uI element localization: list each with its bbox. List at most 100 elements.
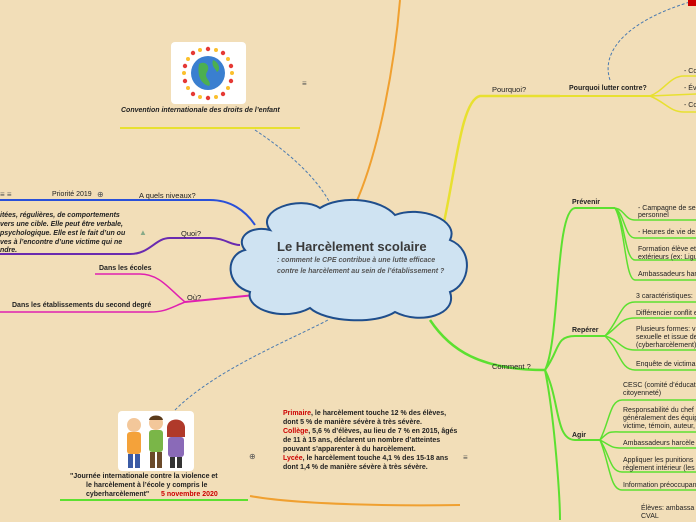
reperer-item-4[interactable]: Enquête de victima: [636, 361, 696, 368]
primaire-label: Primaire: [283, 410, 312, 417]
branch-quels-niveaux: [0, 199, 256, 226]
journee-line-2: le harcèlement à l’école y compris le: [86, 482, 208, 489]
link-dashed-convention: [254, 129, 331, 204]
branch-prevenir-1: [614, 207, 696, 221]
branch-comment: [428, 319, 546, 372]
pourquoi-item-1[interactable]: - Co: [684, 68, 696, 75]
branch-agir-2: [599, 431, 696, 441]
agir-item-2[interactable]: Responsabilité du chef: [623, 407, 694, 414]
branch-agir-5: [599, 439, 696, 491]
prevenir-item-3[interactable]: Formation élève et: [638, 246, 696, 253]
branch-reperer-2: [604, 317, 696, 337]
children-illustration: [118, 411, 194, 471]
prevenir-item-1[interactable]: - Campagne de se: [638, 205, 696, 212]
pourquoi-lutter-label[interactable]: Pourquoi lutter contre?: [569, 85, 647, 92]
note-icon[interactable]: ≡: [302, 79, 307, 88]
lycee-text: , le harcèlement touche 4,1 % des 15-18 …: [283, 454, 449, 471]
agir-item-5[interactable]: Information préoccupan: [623, 482, 696, 489]
journee-line-1[interactable]: "Journée internationale contre la violen…: [70, 473, 218, 480]
branch-reperer-3: [604, 335, 696, 351]
quoi-text-line-1: itées, régulières, de comportements: [0, 212, 120, 219]
primaire-text: , le harcèlement touche 12 % des élèves,…: [283, 410, 447, 426]
convention-label[interactable]: Convention internationale des droits de …: [121, 107, 280, 114]
reperer-label[interactable]: Repérer: [572, 327, 599, 334]
central-topic[interactable]: Le Harcèlement scolaire : comment le CPE…: [277, 239, 447, 277]
branch-prevenir-4: [614, 207, 696, 281]
prevenir-item-1b: personnel: [638, 212, 669, 219]
branch-pourquoi-sub3: [649, 95, 696, 113]
reperer-item-1[interactable]: 3 caractéristiques:: [636, 293, 693, 300]
journee-date: 5 novembre 2020: [161, 491, 218, 498]
branch-pourquoi-sub2: [649, 93, 696, 97]
link-dashed-top: [607, 1, 691, 81]
branch-prevenir-3: [614, 207, 696, 261]
central-cloud: [229, 198, 468, 322]
agir-item-2c: victime, témoin, auteur,: [623, 423, 695, 430]
triangle-icon: ▲: [139, 228, 147, 237]
quoi-label[interactable]: Quoi?: [181, 229, 202, 238]
agir-item-2b: généralement des équip: [623, 415, 696, 422]
branch-prevenir: [544, 207, 615, 371]
branch-reperer-1: [604, 301, 696, 337]
journee-line-3: cyberharcèlement": [86, 491, 150, 498]
dans-etab-label[interactable]: Dans les établissements du second degré: [12, 302, 152, 309]
quoi-text-line-5: ndre.: [0, 247, 18, 254]
dans-ecoles-label[interactable]: Dans les écoles: [99, 265, 152, 272]
branch-stats: [249, 495, 461, 507]
reperer-item-2[interactable]: Différencier conflit e: [636, 310, 696, 317]
cropped-marker: [688, 0, 696, 6]
branch-ou: [184, 294, 256, 303]
ou-label[interactable]: Où?: [187, 293, 202, 302]
reperer-item-3[interactable]: Plusieurs formes: v: [636, 326, 696, 333]
agir-label[interactable]: Agir: [572, 432, 586, 439]
central-title: Le Harcèlement scolaire: [277, 239, 427, 254]
link-dashed-journee: [174, 319, 329, 411]
prevenir-label[interactable]: Prévenir: [572, 199, 601, 206]
branch-agir-1: [599, 399, 696, 441]
prevenir-item-2[interactable]: - Heures de vie de: [638, 229, 696, 236]
priorite-label[interactable]: Priorité 2019: [52, 191, 92, 198]
pourquoi-item-2[interactable]: - Év: [684, 85, 696, 92]
branch-quoi: [0, 237, 241, 255]
note-icon[interactable]: ≡ ≡: [0, 190, 12, 199]
quoi-text-line-4: ves à l’encontre d’une victime qui ne: [0, 239, 123, 246]
central-subtitle: : comment le CPE contribue à une lutte e…: [277, 256, 445, 276]
globe-children-image: [171, 42, 246, 104]
branch-reperer: [544, 335, 605, 371]
lycee-label: Lycée: [283, 454, 303, 462]
branch-top-orange: [354, 0, 401, 206]
branch-pourquoi: [438, 94, 560, 241]
quoi-text-line-3: psychologique. Elle est le fait d’un ou: [0, 230, 126, 237]
branch-eleves: [544, 369, 561, 520]
branch-prevenir-2: [614, 207, 696, 239]
reperer-item-3c: (cyberharcèlement): [636, 342, 696, 349]
cval-label: CVAL: [641, 513, 659, 520]
pourquoi-item-3[interactable]: - Co: [684, 102, 696, 109]
comment-label[interactable]: Comment ?: [492, 362, 531, 371]
branch-agir: [544, 369, 600, 441]
pourquoi-label[interactable]: Pourquoi?: [492, 85, 527, 94]
branch-pourquoi-sub1: [649, 75, 696, 97]
agir-item-3[interactable]: Ambassadeurs harcèle: [623, 440, 695, 447]
branch-agir-4: [599, 439, 696, 473]
agir-item-4[interactable]: Appliquer les punitions: [623, 457, 694, 464]
branch-agir-3: [599, 439, 696, 449]
college-text: , 5,6 % d’élèves, au lieu de 7 % en 2015…: [283, 427, 458, 453]
globe-link-icon[interactable]: ⊕: [249, 452, 256, 461]
stats-block[interactable]: Primaire, le harcèlement touche 12 % des…: [283, 410, 461, 473]
globe-link-icon[interactable]: ⊕: [97, 190, 104, 199]
quoi-text-line-2: vers une cible. Elle peut être verbale,: [0, 221, 123, 228]
prevenir-item-3b: extérieurs (ex: Ligu: [638, 254, 696, 261]
branch-ou-ecoles: [95, 273, 186, 303]
agir-item-1[interactable]: CESC (comité d’éducati: [623, 382, 696, 389]
reperer-item-3b: sexuelle et issue de: [636, 334, 696, 341]
agir-item-1b: citoyenneté): [623, 390, 662, 397]
note-icon[interactable]: ≡: [463, 453, 468, 462]
eleves-label[interactable]: Élèves: ambassa: [641, 505, 695, 512]
college-label: Collège: [283, 427, 309, 435]
quels-niveaux-label[interactable]: A quels niveaux?: [139, 191, 196, 200]
agir-item-4b: règlement intérieur (les: [623, 465, 695, 472]
prevenir-item-4[interactable]: Ambassadeurs har: [638, 271, 696, 278]
branch-reperer-4: [604, 335, 696, 371]
